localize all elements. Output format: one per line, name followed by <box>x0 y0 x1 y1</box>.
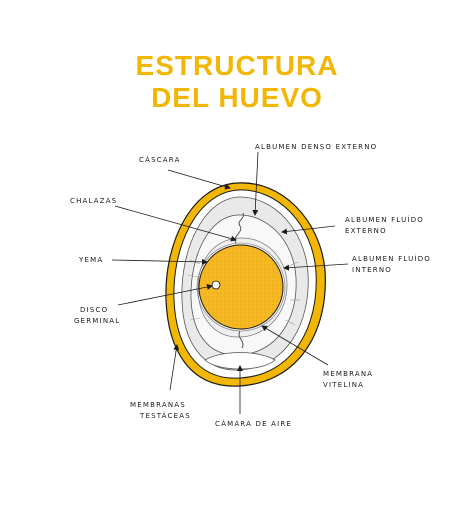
leader-yema <box>111 258 208 265</box>
label-disco-germinal-1: DISCO <box>80 306 109 314</box>
leader-albumen-fluido-interno <box>283 263 349 271</box>
yolk <box>198 244 284 330</box>
germinal-disc <box>211 280 221 290</box>
title-line-2: DEL HUEVO <box>151 82 323 113</box>
vitelline-membrane <box>196 242 286 332</box>
label-yema: YEMA <box>79 256 104 264</box>
leader-disco-germinal <box>117 284 213 306</box>
leader-cascara <box>167 169 231 190</box>
label-albumen-fluido-externo-2: EXTERNO <box>345 227 387 235</box>
title-line-1: ESTRUCTURA <box>135 50 339 81</box>
label-membranas-testaceas-1: MEMBRANAS <box>130 401 186 409</box>
label-membrana-vitelina-2: VITELINA <box>323 381 365 389</box>
label-membranas-testaceas-2: TESTÁCEAS <box>140 412 191 420</box>
chalaza-bottom <box>238 330 244 349</box>
leader-albumen-fluido-externo <box>281 225 336 235</box>
label-camara-de-aire: CÁMARA DE AIRE <box>215 420 293 428</box>
label-chalazas: CHALAZAS <box>70 197 118 205</box>
label-cascara: CÁSCARA <box>139 156 181 164</box>
leader-chalazas <box>114 205 237 242</box>
label-albumen-denso-externo: ALBUMEN DENSO EXTERNO <box>255 143 378 151</box>
label-disco-germinal-2: GERMINAL <box>74 317 121 325</box>
leader-albumen-denso-externo <box>252 151 259 216</box>
air-chamber-shape <box>204 352 276 370</box>
label-albumen-fluido-externo-1: ALBUMEN FLUÍDO <box>345 216 425 224</box>
leader-membrana-vitelina <box>261 325 329 366</box>
leader-membranas-testaceas <box>169 344 180 391</box>
label-albumen-fluido-interno-2: INTERNO <box>352 266 393 274</box>
label-albumen-fluido-interno-1: ALBUMEN FLUÍDO <box>352 255 432 263</box>
label-membrana-vitelina-1: MEMBRANA <box>323 370 374 378</box>
